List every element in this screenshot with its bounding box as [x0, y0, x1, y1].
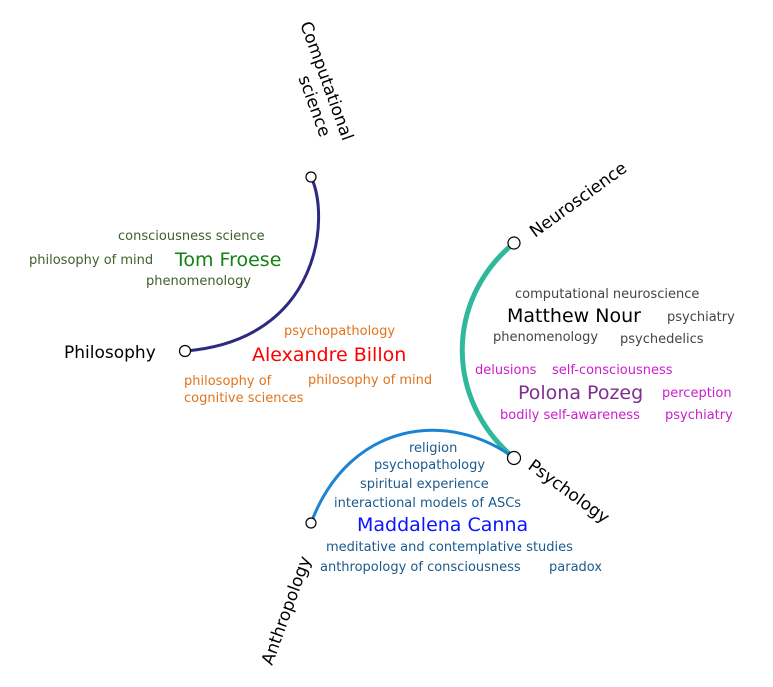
- link-computational-philosophy: [184, 176, 321, 353]
- keyword: psychiatry: [665, 408, 733, 423]
- node-anthropology[interactable]: [305, 517, 317, 529]
- keyword: perception: [662, 386, 732, 401]
- node-neuroscience[interactable]: [507, 236, 521, 250]
- keyword: phenomenology: [493, 330, 598, 345]
- person-name-billon[interactable]: Alexandre Billon: [252, 344, 406, 366]
- keyword: spiritual experience: [360, 477, 489, 492]
- node-psychology[interactable]: [506, 450, 522, 466]
- person-name-froese[interactable]: Tom Froese: [174, 249, 281, 271]
- node-computational-science[interactable]: [305, 171, 317, 183]
- link-anthropology-psychology: [309, 428, 515, 524]
- field-label-philosophy: Philosophy: [64, 343, 156, 363]
- field-label-anthropology: Anthropology: [258, 554, 316, 668]
- keyword: psychiatry: [667, 310, 735, 325]
- keyword: self-consciousness: [552, 363, 673, 378]
- keyword: psychedelics: [620, 332, 704, 347]
- keyword: phenomenology: [146, 274, 251, 289]
- field-label-psychology: Psychology: [524, 456, 613, 528]
- keyword: bodily self-awareness: [500, 408, 640, 423]
- keyword: psychopathology: [284, 324, 395, 339]
- keyword: philosophy of mind: [29, 253, 153, 268]
- field-label-neuroscience: Neuroscience: [526, 158, 631, 242]
- keyword: consciousness science: [118, 229, 265, 244]
- person-name-canna[interactable]: Maddalena Canna: [357, 514, 528, 536]
- keyword: computational neuroscience: [515, 287, 699, 302]
- keyword: philosophy of: [184, 374, 272, 389]
- keyword: religion: [409, 441, 457, 456]
- person-name-nour[interactable]: Matthew Nour: [507, 305, 641, 327]
- keyword: philosophy of mind: [308, 373, 432, 388]
- link-neuroscience-psychology: [459, 241, 516, 460]
- keyword: interactional models of ASCs: [334, 496, 521, 511]
- person-name-pozeg[interactable]: Polona Pozeg: [518, 382, 643, 404]
- keyword: paradox: [549, 560, 602, 575]
- node-philosophy[interactable]: [178, 344, 192, 358]
- keyword: meditative and contemplative studies: [326, 540, 573, 555]
- keyword: delusions: [475, 363, 537, 378]
- keyword: psychopathology: [374, 458, 485, 473]
- keyword: cognitive sciences: [184, 391, 304, 406]
- keyword: anthropology of consciousness: [320, 560, 521, 575]
